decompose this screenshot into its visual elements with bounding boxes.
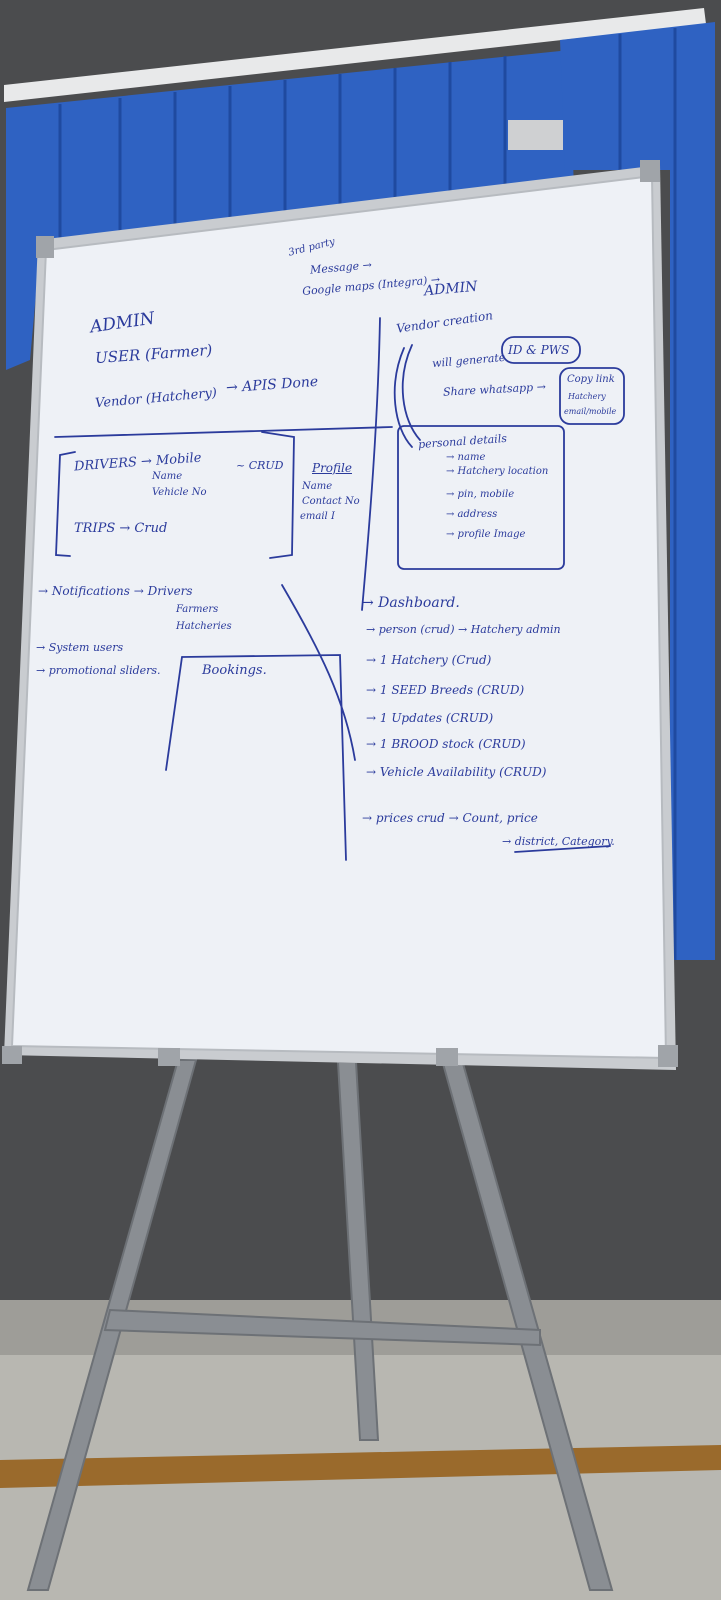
- drivers-vehicle-field: Vehicle No: [152, 487, 207, 498]
- crud-note: ~ CRUD: [236, 459, 284, 472]
- vehicle-availability-entry: → Vehicle Availability (CRUD): [366, 765, 547, 779]
- updates-entry: → 1 Updates (CRUD): [366, 711, 494, 725]
- notifications-hatcheries: Hatcheries: [176, 621, 232, 632]
- notifications-entry: → Notifications → Drivers: [38, 584, 193, 598]
- person-entry: → person (crud) → Hatchery admin: [366, 623, 561, 636]
- ids-pws-note: ID & PWS: [508, 343, 570, 357]
- pd-profile-image: → profile Image: [446, 529, 526, 540]
- marker-strokes: [54, 317, 625, 861]
- drivers-name-field: Name: [152, 471, 183, 482]
- bookings-label: Bookings.: [202, 663, 267, 678]
- trips-entry: TRIPS → Crud: [74, 521, 168, 536]
- profile-name-field: Name: [302, 481, 333, 492]
- pd-address: → address: [446, 509, 498, 520]
- pd-pin-mobile: → pin, mobile: [446, 489, 515, 500]
- easel: [26, 1059, 614, 1591]
- hatchery-note: Hatchery: [568, 392, 606, 401]
- district-category-note: → district, Category.: [502, 835, 615, 848]
- whiteboard: [2, 160, 678, 1070]
- promotional-sliders-entry: → promotional sliders.: [36, 664, 161, 677]
- pd-name: → name: [446, 452, 486, 463]
- profile-email-field: email I: [300, 511, 335, 522]
- profile-heading: Profile: [312, 461, 352, 475]
- email-mobile-note: email/mobile: [564, 407, 617, 416]
- curtain-rod: [4, 8, 706, 102]
- profile-contact-field: Contact No: [302, 496, 360, 507]
- notifications-farmers: Farmers: [176, 604, 219, 615]
- pd-location: → Hatchery location: [446, 466, 549, 477]
- system-users-entry: → System users: [36, 641, 124, 654]
- seed-breeds-entry: → 1 SEED Breeds (CRUD): [366, 683, 525, 697]
- copy-link-note: Copy link: [567, 374, 615, 385]
- prices-crud-entry: → prices crud → Count, price: [362, 811, 538, 825]
- dashboard-entry: → Dashboard.: [362, 595, 460, 611]
- brood-stock-entry: → 1 BROOD stock (CRUD): [366, 737, 526, 751]
- hatchery-crud-entry: → 1 Hatchery (Crud): [366, 653, 492, 667]
